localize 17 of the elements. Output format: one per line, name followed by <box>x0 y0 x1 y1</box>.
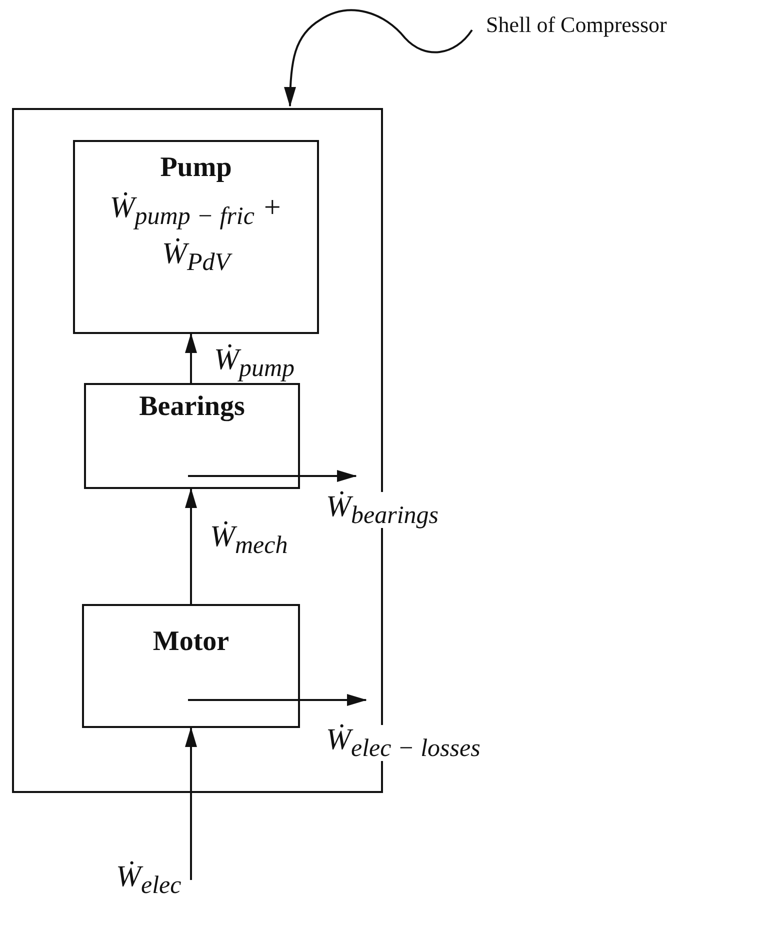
leader-arrow <box>284 9 473 107</box>
box-title: Bearings <box>139 391 245 423</box>
power-flow-arrow <box>185 727 197 880</box>
box-title: Motor <box>152 626 230 658</box>
callout-text: Shell of Compressor <box>486 12 667 38</box>
power-flow-arrow <box>185 333 197 383</box>
power-flow-arrow <box>188 694 367 706</box>
box-title: Pump <box>160 152 232 184</box>
edge-label: Ẇ$_{bearings}$ <box>326 492 438 528</box>
component-box <box>84 383 300 489</box>
component-box <box>82 604 300 728</box>
power-term: Ẇ$_{pump − fric}$ + Ẇ$_{PdV}$ <box>108 190 284 278</box>
power-flow-arrow <box>185 488 197 604</box>
power-flow-arrow <box>188 470 357 482</box>
edge-label: Ẇ$_{elec − losses}$ <box>326 725 480 761</box>
edge-label: Ẇ$_{pump}$ <box>214 345 295 381</box>
component-box <box>73 140 319 334</box>
